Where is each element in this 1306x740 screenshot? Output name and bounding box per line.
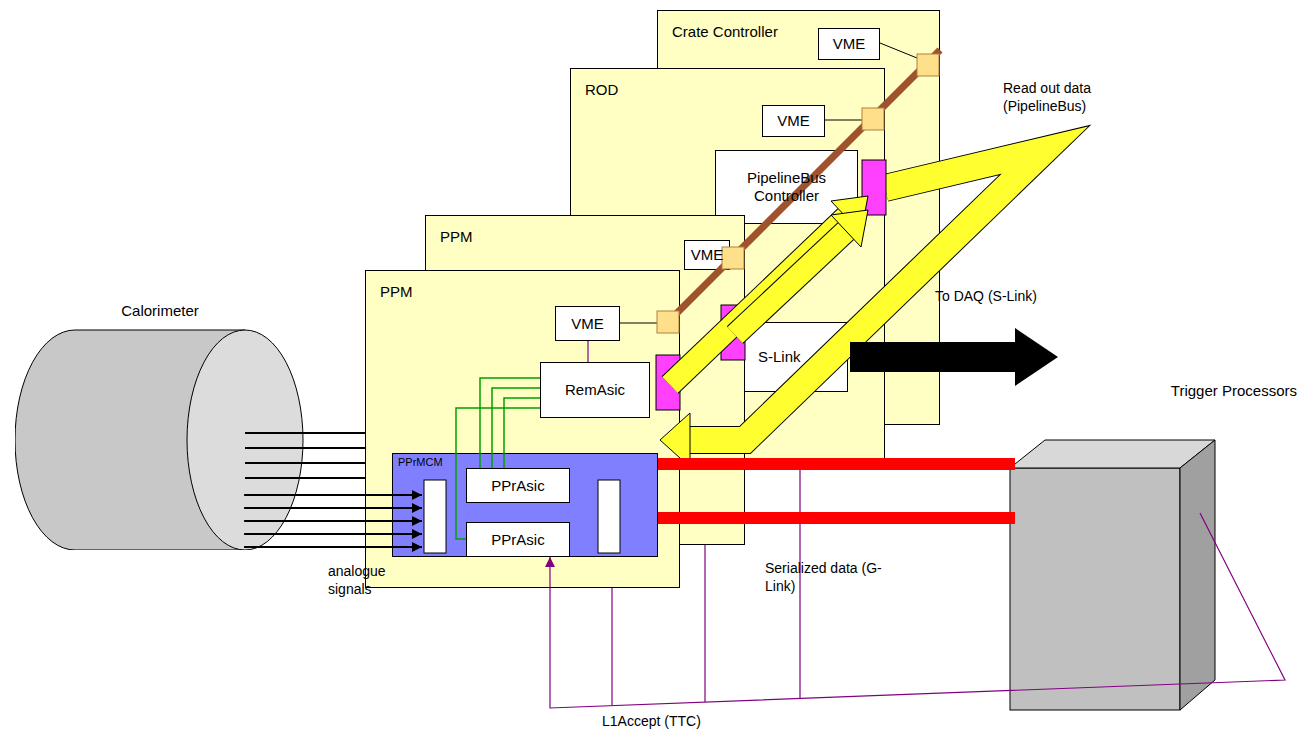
connector-line	[587, 341, 588, 362]
annotation: analogue signals	[328, 563, 406, 598]
node-text: PPM	[426, 216, 744, 245]
node-text: VME	[777, 112, 810, 130]
connector-line	[244, 520, 422, 522]
remasic: RemAsic	[540, 362, 650, 418]
node-text: PPM	[366, 271, 679, 300]
daq-arrow	[850, 328, 1058, 386]
trigger-processors: Trigger Processors	[1005, 378, 1303, 713]
pipelinebus	[656, 150, 1045, 467]
node-text: VME	[833, 35, 866, 53]
annotation-text: analogue signals	[328, 563, 406, 598]
node-text: Calorimeter	[15, 300, 305, 319]
connector-line	[658, 512, 1015, 524]
connector-line	[658, 458, 1015, 470]
signal-wires	[245, 433, 365, 478]
node-text: ROD	[571, 69, 884, 98]
annotation: Serialized data (G-Link)	[765, 560, 883, 595]
mcm-output-block	[598, 480, 620, 553]
cylinder-shape	[15, 300, 305, 550]
mcm-input-block	[424, 480, 446, 553]
vme-box: VME	[555, 306, 620, 341]
connector	[550, 513, 1285, 708]
node-text: Trigger Processors	[1005, 378, 1303, 399]
edge-label-text: L1Accept (TTC)	[600, 713, 703, 731]
node-text: RemAsic	[565, 381, 625, 399]
node-text: PPrAsic	[491, 477, 544, 495]
connector	[244, 495, 422, 547]
cube-shape	[1005, 378, 1303, 713]
node-text: PPrMCM	[393, 454, 657, 468]
node-text: VME	[571, 315, 604, 333]
node-text: S-Link	[758, 348, 801, 366]
connector-line	[244, 533, 422, 535]
node-text: Crate Controller	[658, 11, 939, 40]
annotation-text: To DAQ (S-Link)	[935, 288, 1085, 306]
node-text: PPrAsic	[491, 531, 544, 549]
connector-line	[244, 494, 422, 496]
connector	[658, 464, 1015, 518]
connector-layer	[244, 341, 1285, 708]
connector-line	[456, 408, 540, 539]
connector-line	[244, 507, 422, 509]
connector	[456, 408, 540, 539]
annotation-text: Serialized data (G-Link)	[765, 560, 883, 595]
calorimeter: Calorimeter	[15, 300, 305, 550]
annotation: To DAQ (S-Link)	[935, 288, 1085, 306]
connector-line	[480, 378, 540, 468]
node-text: VME	[691, 246, 724, 264]
pprasic: PPrAsic	[466, 468, 570, 503]
ppm-board: PPMVMERemAsicPPrMCMPPrAsicPPrAsic	[365, 270, 680, 588]
node-text: PipelineBus Controller	[716, 169, 857, 205]
connector-line	[550, 513, 1285, 708]
connector-line	[244, 546, 422, 548]
connector-line	[492, 388, 540, 468]
pprasic: PPrAsic	[466, 522, 570, 557]
annotation-text: Read out data (PipelineBus)	[1003, 80, 1115, 115]
annotation: Read out data (PipelineBus)	[1003, 80, 1115, 115]
vme-box: VME	[762, 105, 825, 137]
vme-box: VME	[818, 28, 880, 60]
connector	[588, 341, 589, 362]
edge-label: L1Accept (TTC)	[600, 713, 703, 731]
connector	[480, 378, 540, 468]
